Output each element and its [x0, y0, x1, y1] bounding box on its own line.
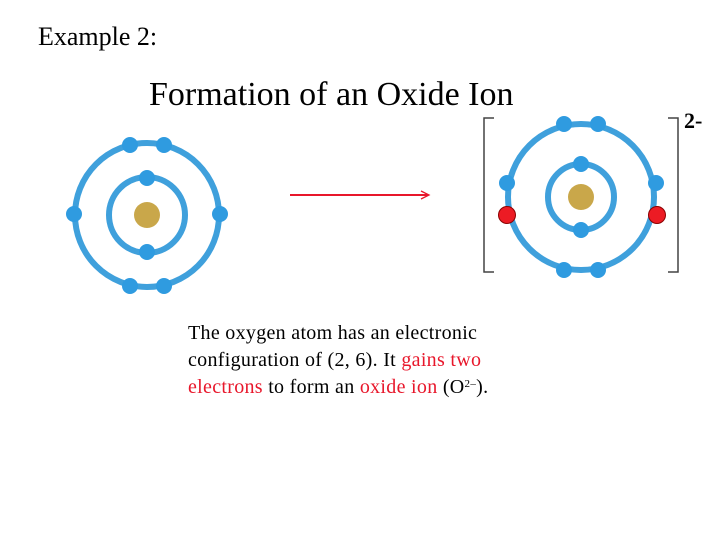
- highlight-gains-two: gains two: [401, 349, 482, 371]
- electron: [590, 262, 606, 278]
- caption-text: (O: [437, 376, 465, 398]
- electron: [573, 156, 589, 172]
- electron: [122, 137, 138, 153]
- electron: [556, 116, 572, 132]
- electron: [66, 206, 82, 222]
- electron: [156, 137, 172, 153]
- nucleus: [134, 202, 160, 228]
- electron: [139, 170, 155, 186]
- electron: [499, 175, 515, 191]
- slide-title: Formation of an Oxide Ion: [149, 76, 514, 113]
- nucleus: [568, 184, 594, 210]
- ion-charge-superscript: 2–: [464, 378, 477, 390]
- caption-text: ).: [476, 376, 489, 398]
- gained-electron: [498, 206, 516, 224]
- example-label: Example 2:: [38, 22, 158, 51]
- electron: [122, 278, 138, 294]
- caption-line-3: electrons to form an oxide ion (O2–).: [188, 374, 618, 401]
- electron: [556, 262, 572, 278]
- highlight-electrons: electrons: [188, 376, 263, 398]
- electron: [648, 175, 664, 191]
- oxide-ion: [498, 116, 666, 278]
- electron: [212, 206, 228, 222]
- electron: [590, 116, 606, 132]
- left-bracket: [483, 117, 494, 273]
- reaction-arrow: [290, 190, 431, 200]
- ion-charge-label: 2-: [684, 108, 703, 133]
- caption: The oxygen atom has an electronic config…: [188, 320, 618, 401]
- gained-electron: [648, 206, 666, 224]
- electron: [139, 244, 155, 260]
- electron: [156, 278, 172, 294]
- highlight-oxide-ion: oxide ion: [359, 376, 438, 398]
- caption-text: to form an: [262, 376, 360, 398]
- caption-text: configuration of (2, 6). It: [188, 349, 402, 371]
- outer-shell: [505, 121, 657, 273]
- right-bracket: [668, 117, 679, 273]
- electron: [573, 222, 589, 238]
- caption-line-2: configuration of (2, 6). It gains two: [188, 347, 618, 374]
- oxygen-atom: [66, 137, 228, 294]
- caption-line-1: The oxygen atom has an electronic: [188, 322, 478, 344]
